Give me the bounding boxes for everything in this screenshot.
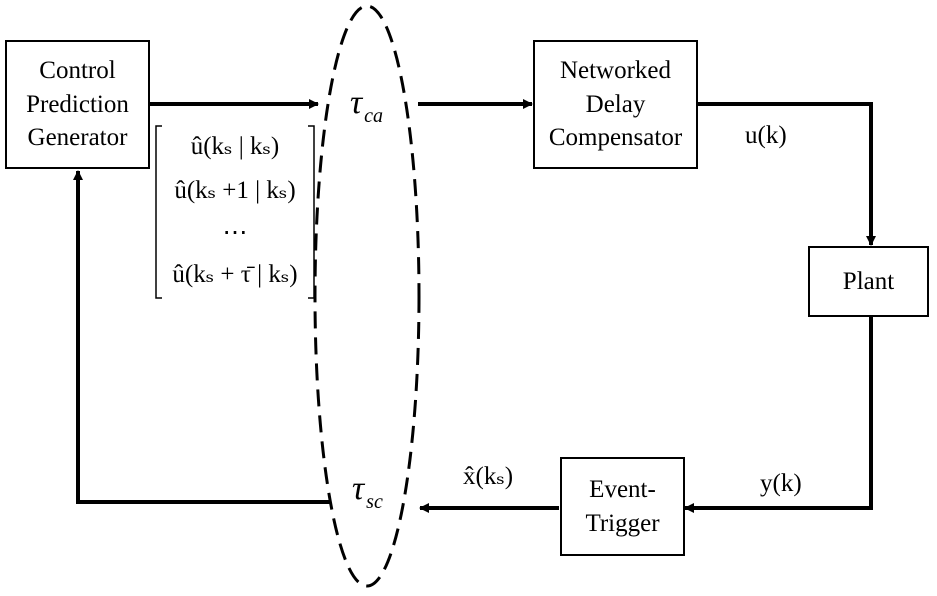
prediction-row-2: û(kₛ +1 | kₛ)	[174, 177, 296, 204]
matrix-right-bracket	[308, 125, 315, 299]
tau-ca-subscript: ca	[364, 105, 384, 127]
prediction-sequence-matrix: û(kₛ | kₛ) û(kₛ +1 | kₛ) ⋯ û(kₛ + τ̄ | k…	[160, 126, 310, 298]
event-trigger-label: Event- Trigger	[585, 475, 660, 537]
matrix-left-bracket	[155, 125, 162, 299]
control-prediction-generator-label: Control Prediction Generator	[26, 56, 129, 152]
arrow-network-to-generator	[73, 170, 330, 504]
control-prediction-generator-block: Control Prediction Generator	[5, 40, 150, 169]
event-trigger-block: Event- Trigger	[560, 457, 685, 556]
arrow-compensator-to-plant	[698, 102, 876, 246]
networked-delay-compensator-block: Networked Delay Compensator	[533, 40, 698, 169]
tau-sc-subscript: sc	[366, 491, 383, 513]
y-signal-label: y(k)	[760, 470, 802, 497]
tau-ca-symbol: τ	[350, 84, 363, 121]
arrow-plant-to-trigger	[684, 317, 873, 513]
plant-label: Plant	[842, 267, 895, 295]
tau-sc-symbol: τ	[352, 470, 365, 507]
u-signal-label: u(k)	[745, 122, 787, 149]
x-hat-signal-label: x̂(kₛ)	[463, 463, 514, 490]
plant-block: Plant	[808, 246, 929, 317]
prediction-row-1: û(kₛ | kₛ)	[190, 133, 280, 160]
networked-delay-compensator-label: Networked Delay Compensator	[548, 56, 683, 152]
network-ellipse	[313, 4, 421, 588]
prediction-row-4: û(kₛ + τ̄ | kₛ)	[172, 261, 298, 288]
prediction-row-ellipsis: ⋯	[222, 219, 248, 246]
